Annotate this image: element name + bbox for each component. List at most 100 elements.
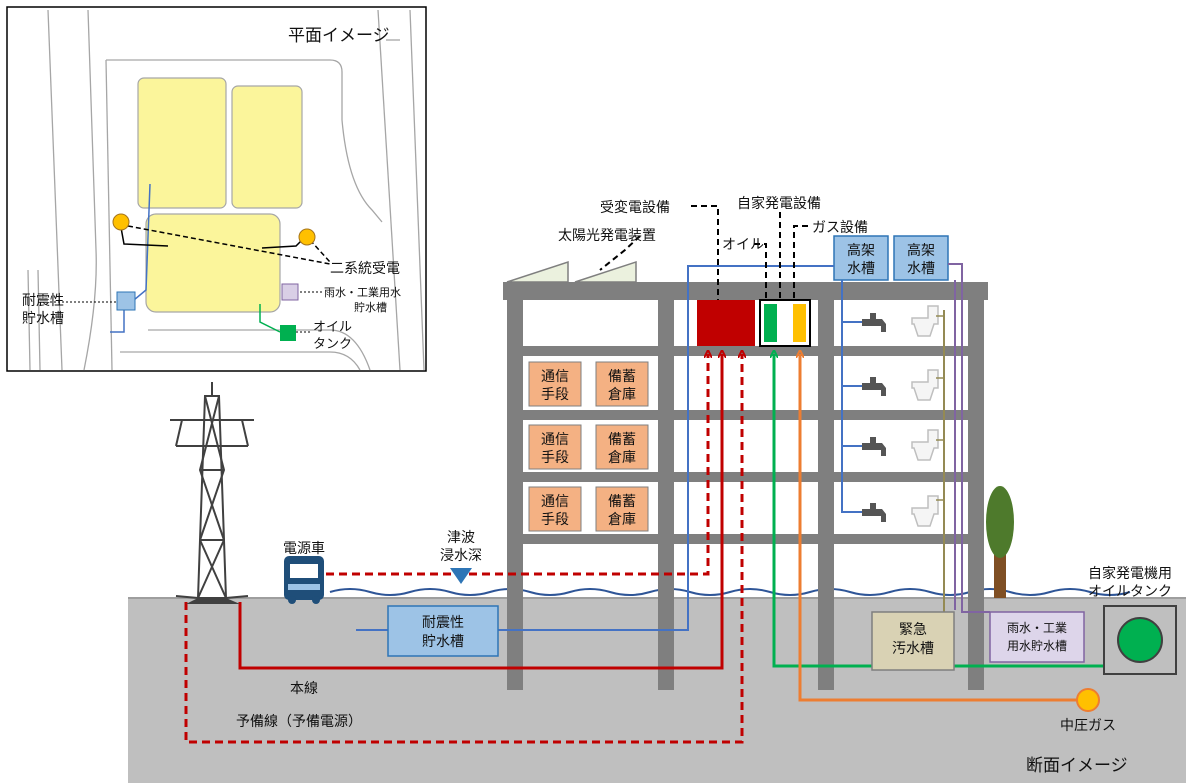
room-boxes <box>528 361 649 532</box>
room-comm-1-b: 手段 <box>541 387 569 403</box>
room-storage-3-b: 倉庫 <box>608 511 636 528</box>
room-comm-3-b: 手段 <box>541 512 569 528</box>
plan-rain-tank-label-a: 雨水・工業用水 <box>324 286 401 299</box>
room-storage-2-b: 倉庫 <box>608 449 636 466</box>
tsunami-water-line <box>329 588 1131 596</box>
plan-rain-tank-label-b: 貯水槽 <box>354 301 387 314</box>
room-storage-1 <box>595 361 649 407</box>
plan-buildings <box>137 77 303 313</box>
plan-oil-tank-label-b: タンク <box>313 337 352 352</box>
power-car-label: 電源車 <box>283 540 325 557</box>
room-comm-2-b: 手段 <box>541 450 569 466</box>
plan-roads <box>27 9 425 371</box>
solar-label: 太陽光発電装置 <box>558 228 656 244</box>
gen-oil-tank-label-b: オイルタンク <box>1088 584 1172 600</box>
plan-dotted-leaders <box>50 291 322 333</box>
plan-seismic-tank-label-b: 貯水槽 <box>22 311 64 327</box>
faucet-icon <box>862 503 886 522</box>
elevated-tank-1-label-a: 高架 <box>847 242 875 259</box>
main-line-label: 本線 <box>290 681 318 697</box>
water-supply-lines <box>356 265 862 631</box>
room-storage-2-a: 備蓄 <box>608 432 636 448</box>
gas-line <box>800 354 1080 702</box>
plan-rain-tank <box>281 283 299 301</box>
room-storage-3-a: 備蓄 <box>608 494 636 510</box>
backup-power-line <box>184 354 742 744</box>
leader-lines <box>599 205 808 300</box>
tsunami-marker-icon <box>450 568 472 584</box>
toilet-icon <box>911 495 939 527</box>
section-view: 受変電設備 自家発電設備 ガス設備 太陽光発電装置 オイル 高架 水槽 高架 水… <box>128 195 1186 783</box>
private-gen-label: 自家発電設備 <box>737 195 821 212</box>
seismic-tank-label-a: 耐震性 <box>422 615 464 631</box>
upper-floor-room <box>524 300 658 346</box>
solar-panels <box>506 260 637 283</box>
room-storage-2 <box>595 424 649 470</box>
power-tower-icon <box>170 382 254 599</box>
room-storage-3 <box>595 486 649 532</box>
faucet-icon <box>862 437 886 456</box>
sewage-tank <box>871 611 955 671</box>
substation-label: 受変電設備 <box>600 199 670 216</box>
faucet-icon <box>862 377 886 396</box>
plan-power-point-left <box>112 213 130 231</box>
seismic-tank-underground <box>387 605 499 657</box>
plan-oil-tank <box>280 325 296 341</box>
plan-oil-line <box>259 304 281 333</box>
sewage-tank-label-b: 汚水槽 <box>892 641 934 657</box>
plan-title: 平面イメージ <box>288 26 390 46</box>
elevated-tank-2 <box>893 235 949 281</box>
elevated-tank-1-label-b: 水槽 <box>847 261 875 277</box>
room-comm-1-a: 通信 <box>541 369 569 385</box>
plan-seismic-tank <box>116 291 136 311</box>
toilet-branches <box>936 315 944 501</box>
tsunami-label-a: 津波 <box>447 530 475 546</box>
elevated-tanks <box>833 235 949 281</box>
toilet-icon <box>911 369 939 401</box>
rain-tank-label-b: 用水貯水槽 <box>1007 639 1067 653</box>
fixtures <box>862 305 939 527</box>
generator-box <box>759 299 811 347</box>
backup-line-label: 予備線（予備電源） <box>236 714 362 730</box>
gen-oil-tank <box>1103 605 1177 675</box>
power-tower-base <box>186 598 240 604</box>
elevated-tank-2-label-a: 高架 <box>907 242 935 259</box>
plan-dual-power-label: 二系統受電 <box>330 261 400 277</box>
plan-seismic-tank-label-a: 耐震性 <box>22 293 64 309</box>
room-comm-1 <box>528 361 582 407</box>
plan-oil-tank-label-a: オイル <box>313 320 352 335</box>
rain-tank <box>989 611 1085 663</box>
faucet-icon <box>862 313 886 332</box>
power-car-icon <box>284 556 324 604</box>
gen-oil-tank-label-a: 自家発電機用 <box>1088 565 1172 582</box>
oil-label: オイル <box>722 237 764 253</box>
plan-leader-lines <box>127 225 331 265</box>
oil-line <box>774 354 1104 668</box>
main-power-line <box>238 354 722 670</box>
room-comm-3 <box>528 486 582 532</box>
substation-box <box>697 300 755 346</box>
gas-equipment-label: ガス設備 <box>812 220 868 236</box>
elevated-tank-1 <box>833 235 889 281</box>
drain-lines <box>948 263 990 613</box>
section-title: 断面イメージ <box>1026 756 1128 776</box>
room-storage-1-a: 備蓄 <box>608 369 636 385</box>
toilet-icon <box>911 429 939 461</box>
rain-tank-label-a: 雨水・工業 <box>1007 621 1067 635</box>
tsunami-label-b: 浸水深 <box>440 548 482 564</box>
seismic-tank-label-b: 貯水槽 <box>422 634 464 650</box>
room-comm-3-a: 通信 <box>541 494 569 510</box>
room-storage-1-b: 倉庫 <box>608 386 636 403</box>
gas-label: 中圧ガス <box>1060 718 1116 734</box>
tree-icon <box>986 486 1014 598</box>
room-comm-2 <box>528 424 582 470</box>
room-comm-2-a: 通信 <box>541 432 569 448</box>
plan-power-point-right <box>298 228 316 246</box>
plan-view: 平面イメージ 二系統受電 耐震性 貯水槽 雨水・工業用水 貯水槽 オイル タンク <box>6 6 427 372</box>
toilet-icon <box>911 305 939 337</box>
power-car-line <box>326 354 708 576</box>
elevated-tank-2-label-b: 水槽 <box>907 261 935 277</box>
gas-source-icon <box>1076 688 1100 712</box>
sewage-tank-label-a: 緊急 <box>899 622 927 638</box>
